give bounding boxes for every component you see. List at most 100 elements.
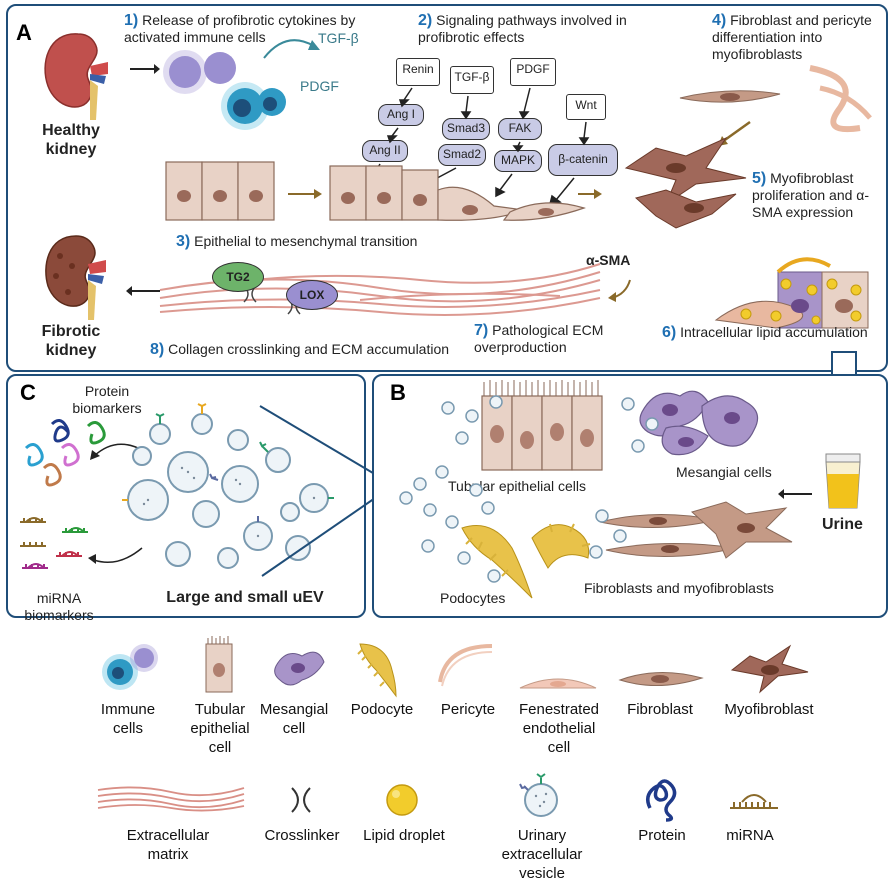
step-5-number: 5) — [752, 170, 767, 187]
tubular-cells-icon — [481, 380, 603, 471]
tgf-beta-label: TGF-β — [318, 30, 359, 46]
step-7: 7) Pathological ECM overproduction — [474, 322, 624, 356]
wnt-box: Wnt — [566, 94, 606, 120]
legend-podocyte-label: Podocyte — [350, 701, 414, 718]
panel-a-label: A — [16, 20, 32, 45]
fibrotic-kidney-label: Fibrotic kidney — [41, 323, 101, 359]
legend-crosslinker-label: Crosslinker — [264, 827, 340, 844]
lox-badge: LOX — [286, 280, 338, 310]
legend-immune-icon — [102, 644, 158, 690]
uev-cluster-icon — [122, 403, 334, 569]
legend-mirna-label: miRNA — [726, 827, 774, 844]
legend-endothelial-label: Fenestrated endothelial cell — [518, 701, 600, 756]
beta-catenin-pill: β-catenin — [548, 144, 618, 176]
podocytes-label: Podocytes — [440, 590, 506, 606]
legend-fibroblast-label: Fibroblast — [627, 701, 693, 718]
step-4-text: Fibroblast and pericyte differentiation … — [712, 12, 872, 62]
arrow-icon — [126, 286, 160, 296]
smad2-pill: Smad2 — [438, 144, 486, 166]
tg2-badge: TG2 — [212, 262, 264, 292]
mirna-biomarkers-icon — [20, 517, 88, 569]
legend-crosslinker-icon — [291, 787, 311, 813]
legend-pericyte-icon — [438, 644, 493, 687]
legend-mesangial-label: Mesangial cell — [259, 701, 329, 737]
step-1-text: Release of profibrotic cytokines by acti… — [124, 12, 356, 45]
healthy-kidney-icon — [44, 33, 108, 120]
step-4: 4) Fibroblast and pericyte differentiati… — [712, 12, 882, 63]
legend-uev-label: Urinary extracellular vesicle — [501, 827, 583, 882]
step-3-text: Epithelial to mesenchymal transition — [194, 233, 418, 249]
legend-myofibroblast-label: Myofibroblast — [724, 701, 814, 718]
step-2-text: Signaling pathways involved in profibrot… — [418, 12, 627, 45]
step-3: 3) Epithelial to mesenchymal transition — [176, 233, 476, 250]
tgfb-box: TGF-β — [450, 66, 494, 94]
legend-tubular-label: Tubular epithelial cell — [190, 701, 250, 756]
legend-lipid-icon — [386, 784, 418, 816]
step-6-number: 6) — [662, 324, 677, 341]
panel-b — [372, 374, 888, 618]
fibroblasts-label: Fibroblasts and myofibroblasts — [584, 580, 774, 596]
panel-c-label: C — [20, 380, 36, 405]
legend-protein-label: Protein — [638, 827, 686, 844]
legend-podocyte-icon — [357, 643, 397, 698]
legend-mirna-icon — [730, 794, 778, 809]
step-7-text: Pathological ECM overproduction — [474, 322, 604, 355]
mirna-biomarkers-label: miRNA biomarkers — [24, 590, 94, 623]
healthy-kidney-label: Healthy kidney — [42, 122, 100, 158]
mesangial-cells-label: Mesangial cells — [676, 464, 772, 480]
legend-fibroblast-icon — [618, 672, 704, 686]
legend-ecm-label: Extracellular matrix — [126, 827, 210, 863]
protein-biomarkers-label: Protein biomarkers — [72, 383, 142, 416]
legend-myofibroblast-icon — [730, 644, 809, 694]
step-6-text: Intracellular lipid accumulation — [680, 324, 868, 340]
step-8-number: 8) — [150, 341, 165, 358]
ecm-fibers-icon — [159, 263, 601, 316]
step-2-number: 2) — [418, 12, 433, 29]
podocytes-icon — [461, 523, 591, 599]
arrow-icon — [130, 64, 160, 74]
legend-ecm-icon — [97, 786, 245, 812]
legend-mesangial-icon — [274, 651, 325, 686]
fak-pill: FAK — [498, 118, 542, 140]
arrow-icon — [778, 489, 812, 499]
ang2-pill: Ang II — [362, 140, 408, 162]
step-8-text: Collagen crosslinking and ECM accumulati… — [168, 341, 450, 357]
legend-tubular-icon — [205, 636, 233, 693]
lipid-accumulation-icon — [714, 257, 869, 329]
step-8: 8) Collagen crosslinking and ECM accumul… — [150, 341, 480, 358]
cytokine-arrow-icon — [263, 39, 320, 59]
step-7-number: 7) — [474, 322, 489, 339]
legend-pericyte-label: Pericyte — [440, 701, 496, 718]
legend-uev-icon — [519, 773, 558, 817]
step-6: 6) Intracellular lipid accumulation — [662, 324, 884, 341]
myofibroblasts-icon — [624, 136, 747, 229]
smad3-pill: Smad3 — [442, 118, 490, 140]
uev-label: Large and small uEV — [166, 589, 324, 606]
protein-biomarkers-icon — [24, 419, 106, 487]
step-2: 2) Signaling pathways involved in profib… — [418, 12, 648, 46]
fibroblasts-myofibroblasts-icon — [599, 501, 793, 559]
panel-b-label: B — [390, 380, 406, 405]
pdgf-box: PDGF — [510, 58, 556, 86]
step-3-number: 3) — [176, 233, 191, 250]
legend-protein-icon — [646, 779, 677, 822]
urine-cup-icon — [825, 453, 861, 509]
step-5-text: Myofibroblast proliferation and α-SMA ex… — [752, 170, 870, 220]
legend-immune-label: Immune cells — [100, 701, 156, 737]
uev-scatter-icon — [399, 395, 659, 583]
zoom-lines-icon — [259, 405, 379, 577]
arrow-icon — [608, 279, 631, 302]
step-1: 1) Release of profibrotic cytokines by a… — [124, 12, 364, 46]
fibroblast-pericyte-icon — [679, 65, 872, 132]
legend-lipid-label: Lipid droplet — [363, 827, 445, 844]
urine-label: Urine — [822, 516, 863, 533]
pdgf-label: PDGF — [300, 78, 339, 94]
step-1-number: 1) — [124, 12, 139, 29]
immune-cells-icon — [163, 50, 286, 130]
renin-box: Renin — [396, 58, 440, 86]
step-4-number: 4) — [712, 12, 727, 29]
step-5: 5) Myofibroblast proliferation and α-SMA… — [752, 170, 884, 221]
legend-endothelial-icon — [519, 678, 597, 689]
fibrotic-kidney-icon — [45, 235, 106, 320]
epithelium-icon — [165, 161, 602, 221]
